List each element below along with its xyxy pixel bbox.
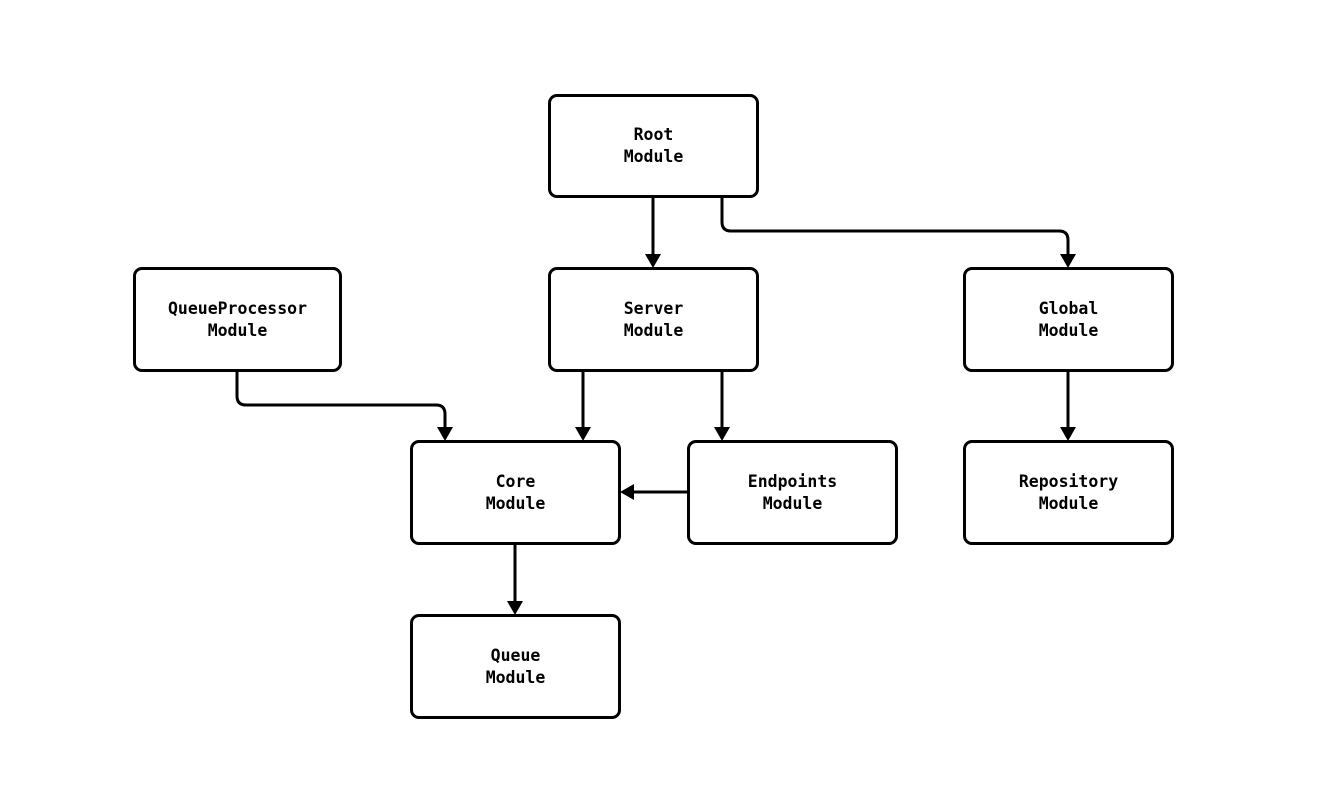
- node-root-line2: Module: [623, 147, 684, 166]
- node-core[interactable]: Core Module: [410, 440, 621, 545]
- arrowhead-endpoints-core: [620, 484, 634, 500]
- arrowhead-server-endpoints: [714, 427, 730, 441]
- arrowhead-queueprocessor-core: [437, 427, 453, 441]
- node-root[interactable]: Root Module: [548, 94, 759, 198]
- node-core-line1: Core: [495, 471, 536, 491]
- node-endpoints[interactable]: Endpoints Module: [687, 440, 898, 545]
- node-queue-line2: Module: [485, 667, 546, 687]
- node-queueprocessor-line1: QueueProcessor: [167, 298, 308, 318]
- node-server[interactable]: Server Module: [548, 267, 759, 372]
- edge-root-global: [720, 198, 1070, 258]
- node-global[interactable]: Global Module: [963, 267, 1174, 372]
- node-queue-line1: Queue: [490, 645, 541, 665]
- node-server-line1: Server: [623, 298, 684, 318]
- arrowhead-server-core: [575, 427, 591, 441]
- node-global-line2: Module: [1038, 320, 1099, 340]
- node-endpoints-line2: Module: [762, 493, 823, 513]
- node-server-line2: Module: [623, 320, 684, 340]
- node-repository[interactable]: Repository Module: [963, 440, 1174, 545]
- node-queueprocessor[interactable]: QueueProcessor Module: [133, 267, 342, 372]
- node-endpoints-line1: Endpoints: [747, 471, 838, 491]
- node-queueprocessor-line2: Module: [207, 320, 268, 340]
- node-repository-line1: Repository: [1018, 471, 1119, 491]
- node-repository-line2: Module: [1038, 493, 1099, 513]
- node-queue[interactable]: Queue Module: [410, 614, 621, 719]
- arrowhead-core-queue: [507, 601, 523, 615]
- arrowhead-root-server: [645, 254, 661, 268]
- node-core-line2: Module: [485, 493, 546, 513]
- arrowhead-global-repository: [1060, 427, 1076, 441]
- node-root-line1: Root: [633, 125, 674, 144]
- edges-group: [235, 198, 1070, 605]
- node-global-line1: Global: [1038, 298, 1099, 318]
- arrowheads-group: [437, 254, 1076, 615]
- arrowhead-root-global: [1060, 254, 1076, 268]
- edge-queueprocessor-core: [235, 372, 447, 431]
